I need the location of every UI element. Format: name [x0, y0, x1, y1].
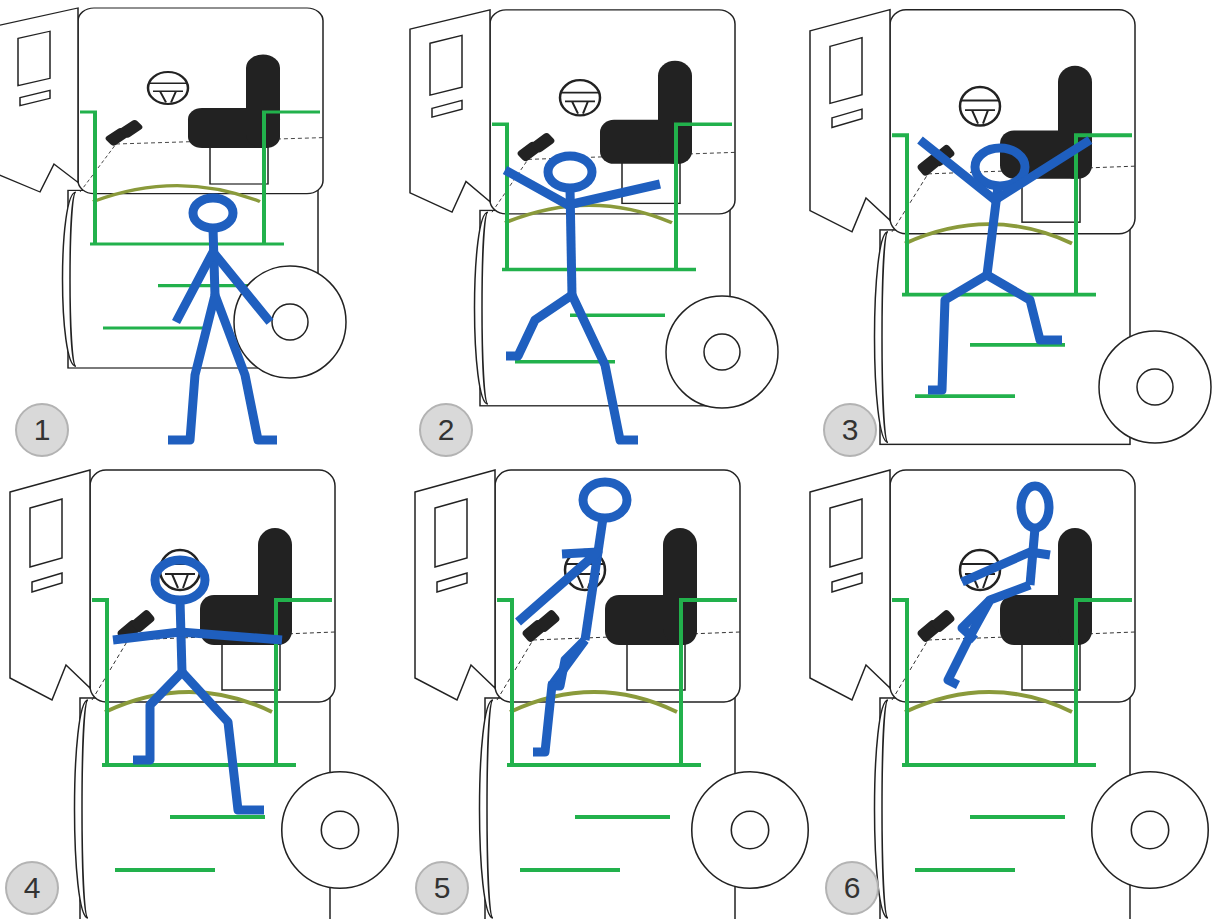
- climber-figure: [518, 482, 627, 752]
- panel-4: [10, 470, 398, 919]
- callout-number-text: 1: [34, 415, 51, 445]
- climber-figure: [113, 560, 282, 810]
- climber-figure: [505, 156, 660, 440]
- climber-figure: [920, 140, 1090, 390]
- panel-1: [0, 8, 346, 378]
- callout-number: 5: [415, 861, 469, 915]
- callout-number: 6: [825, 861, 879, 915]
- callout-number-text: 3: [842, 415, 859, 445]
- climber-figure: [948, 486, 1050, 685]
- panel-6: [810, 470, 1208, 919]
- callout-number: 2: [419, 403, 473, 457]
- callout-number-text: 4: [24, 873, 41, 903]
- callout-number: 4: [5, 861, 59, 915]
- callout-number-text: 5: [434, 873, 451, 903]
- panel-5: [415, 470, 808, 919]
- panel-3: [810, 10, 1211, 445]
- callout-number: 1: [15, 403, 69, 457]
- callout-number-text: 6: [844, 873, 861, 903]
- callout-number: 3: [823, 403, 877, 457]
- callout-number-text: 2: [438, 415, 455, 445]
- climber-figure: [168, 198, 277, 440]
